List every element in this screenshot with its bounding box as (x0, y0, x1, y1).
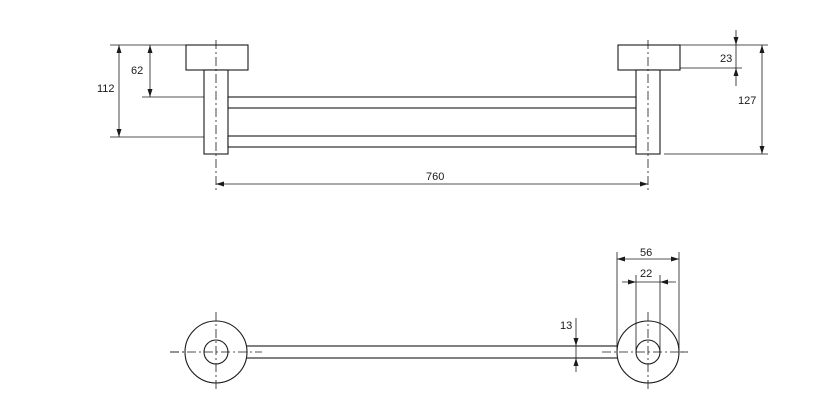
lower-bar (227, 135, 637, 148)
dimension-56: 56 (616, 247, 680, 352)
dimension-22: 22 (622, 268, 676, 352)
top-bar (229, 345, 635, 359)
dimension-22-label: 22 (640, 268, 652, 280)
dimension-13: 13 (560, 318, 579, 372)
dimension-62: 62 (131, 45, 204, 98)
dimension-23-label: 23 (720, 53, 732, 65)
upper-bar (227, 96, 637, 109)
dimension-112-label: 112 (97, 83, 115, 95)
top-view: 56 22 13 (170, 247, 688, 392)
front-view: 112 62 760 23 (97, 30, 768, 192)
dimension-127: 127 (664, 45, 768, 155)
dimension-112: 112 (97, 44, 204, 138)
right-flange (617, 44, 681, 71)
dimension-760: 760 (216, 171, 648, 187)
dimension-13-label: 13 (560, 320, 572, 332)
dimension-127-label: 127 (738, 95, 756, 107)
dimension-56-label: 56 (640, 247, 652, 259)
dimension-23: 23 (680, 30, 768, 86)
left-flange (185, 44, 249, 71)
dimension-62-label: 62 (131, 65, 143, 77)
dimension-760-label: 760 (426, 171, 444, 183)
